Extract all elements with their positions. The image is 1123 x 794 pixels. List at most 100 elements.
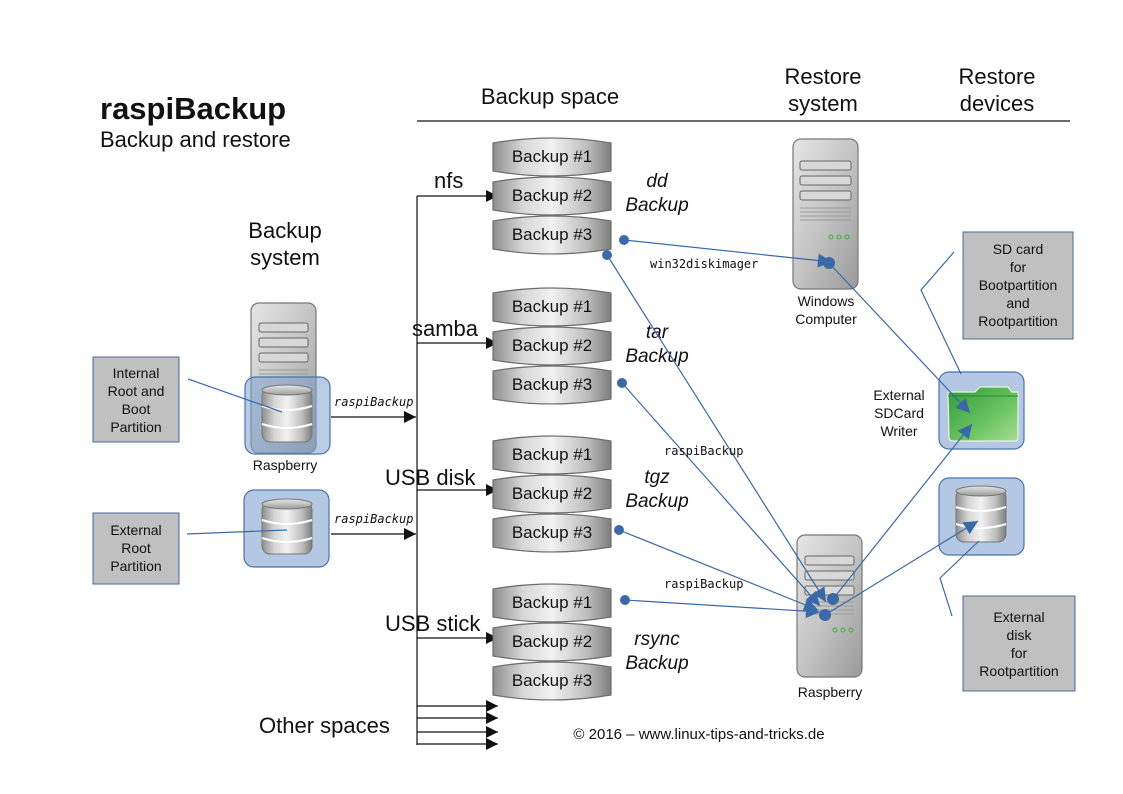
backup-slot[interactable]: Backup #2: [492, 474, 612, 516]
windows-computer-device[interactable]: [792, 138, 859, 290]
backup-slot[interactable]: Backup #2: [492, 176, 612, 218]
disk-highlight: [495, 696, 609, 703]
database-disk-icon: [492, 287, 612, 327]
backup-type-label: tgz: [644, 467, 670, 488]
svg-text:External: External: [110, 522, 161, 538]
backup-type-label: Backup: [625, 491, 688, 512]
restore-link-raspberry-to-disk: [824, 520, 979, 616]
tool-label-win32diskimager: win32diskimager: [650, 257, 758, 271]
other-spaces-label: Other spaces: [259, 713, 390, 738]
link-start-dot: [602, 250, 612, 260]
backup-type-label: dd: [646, 171, 669, 192]
backup-space-samba[interactable]: samba Backup #1 Backup #2 Backup #3 tarBacku…: [412, 287, 689, 407]
raspberry-restore-label: Raspberry: [798, 684, 863, 700]
backup-slot[interactable]: Backup #3: [492, 365, 612, 407]
link-start-dot: [619, 235, 629, 245]
windows-label-line2: Computer: [795, 311, 857, 327]
note-connector: [920, 251, 962, 375]
note-connector: [186, 529, 288, 535]
disk-highlight: [495, 400, 609, 407]
copyright-footer: © 2016 – www.linux-tips-and-tricks.de: [573, 726, 824, 743]
backup-label: Backup #1: [512, 297, 592, 316]
database-disk-icon: [492, 215, 612, 255]
link-start-dot: [617, 378, 627, 388]
tool-label-raspibackup-2: raspiBackup: [664, 577, 743, 591]
svg-text:Partition: Partition: [110, 558, 161, 574]
svg-text:Rootpartition: Rootpartition: [979, 663, 1058, 679]
backup-slot[interactable]: Backup #2: [492, 622, 612, 664]
backup-type-label: Backup: [625, 195, 688, 216]
sd-writer-label-line1: External: [873, 387, 924, 403]
backup-label: Backup #3: [512, 375, 592, 394]
svg-text:Root and: Root and: [108, 383, 165, 399]
column-header-restore-devices-line1: Restore: [958, 64, 1035, 89]
space-label: nfs: [434, 168, 463, 193]
backup-label: Backup #2: [512, 186, 592, 205]
restore-link-tgz-to-raspberry: [618, 529, 819, 612]
sd-card-writer-device[interactable]: [938, 371, 1025, 450]
link-start-dot: [620, 595, 630, 605]
svg-text:Boot: Boot: [122, 401, 151, 417]
svg-text:for: for: [1011, 645, 1028, 661]
backup-label: Backup #2: [512, 336, 592, 355]
server-tower-icon: [792, 138, 859, 290]
restore-link-dd-to-raspberry: [606, 254, 827, 603]
app-subtitle: Backup and restore: [100, 127, 291, 152]
flow-label-external: raspiBackup: [334, 512, 413, 526]
svg-text:Internal: Internal: [113, 365, 160, 381]
backup-label: Backup #1: [512, 445, 592, 464]
database-disk-icon: [492, 622, 612, 662]
external-disk-restore-device[interactable]: [938, 477, 1025, 556]
note-connector: [939, 540, 980, 617]
space-label: samba: [412, 316, 479, 341]
backup-slot[interactable]: Backup #1: [492, 583, 612, 625]
database-disk-icon: [261, 384, 313, 443]
link-start-dot: [614, 525, 624, 535]
external-root-disk-device[interactable]: [243, 489, 330, 568]
note-sd-card: SD card for Bootpartition and Rootpartit…: [962, 231, 1074, 340]
restore-link-rsync-to-raspberry: [624, 599, 821, 619]
server-tower-icon: [796, 534, 863, 678]
backup-slot[interactable]: Backup #3: [492, 215, 612, 257]
svg-text:Rootpartition: Rootpartition: [978, 313, 1057, 329]
note-internal-partition: Internal Root and Boot Partition: [92, 356, 180, 443]
disk-highlight: [495, 250, 609, 257]
backup-slot[interactable]: Backup #2: [492, 326, 612, 368]
backup-type-label: tar: [646, 322, 669, 343]
restore-connections: [602, 235, 979, 621]
backup-slot[interactable]: Backup #3: [492, 661, 612, 703]
restore-link-tar-to-raspberry: [621, 382, 821, 607]
backup-type-label: Backup: [625, 346, 688, 367]
svg-text:Bootpartition: Bootpartition: [979, 277, 1058, 293]
database-disk-icon: [492, 513, 612, 553]
database-disk-icon: [955, 485, 1007, 543]
backup-label: Backup #3: [512, 225, 592, 244]
database-disk-icon: [492, 583, 612, 623]
svg-text:disk: disk: [1007, 627, 1033, 643]
backup-slot[interactable]: Backup #1: [492, 137, 612, 179]
column-header-backup-space: Backup space: [481, 84, 619, 109]
backup-slot[interactable]: Backup #1: [492, 435, 612, 477]
column-header-backup-system-line1: Backup: [248, 218, 321, 243]
space-label: USB stick: [385, 611, 481, 636]
app-title: raspiBackup: [100, 91, 286, 126]
raspberry-restore-device[interactable]: [796, 534, 863, 678]
svg-text:Partition: Partition: [110, 419, 161, 435]
column-header-restore-devices-line2: devices: [960, 91, 1035, 116]
raspberry-source-device[interactable]: [244, 302, 331, 455]
database-disk-icon: [492, 661, 612, 701]
backup-slot[interactable]: Backup #1: [492, 287, 612, 329]
tool-label-raspibackup-1: raspiBackup: [664, 444, 743, 458]
restore-link-raspberry-to-sd: [832, 423, 973, 600]
space-label: USB disk: [385, 465, 476, 490]
note-external-partition: External Root Partition: [92, 512, 180, 585]
database-disk-icon: [492, 326, 612, 366]
backup-slot[interactable]: Backup #3: [492, 513, 612, 555]
svg-text:SD card: SD card: [993, 241, 1044, 257]
database-disk-icon: [492, 137, 612, 177]
svg-text:and: and: [1006, 295, 1029, 311]
